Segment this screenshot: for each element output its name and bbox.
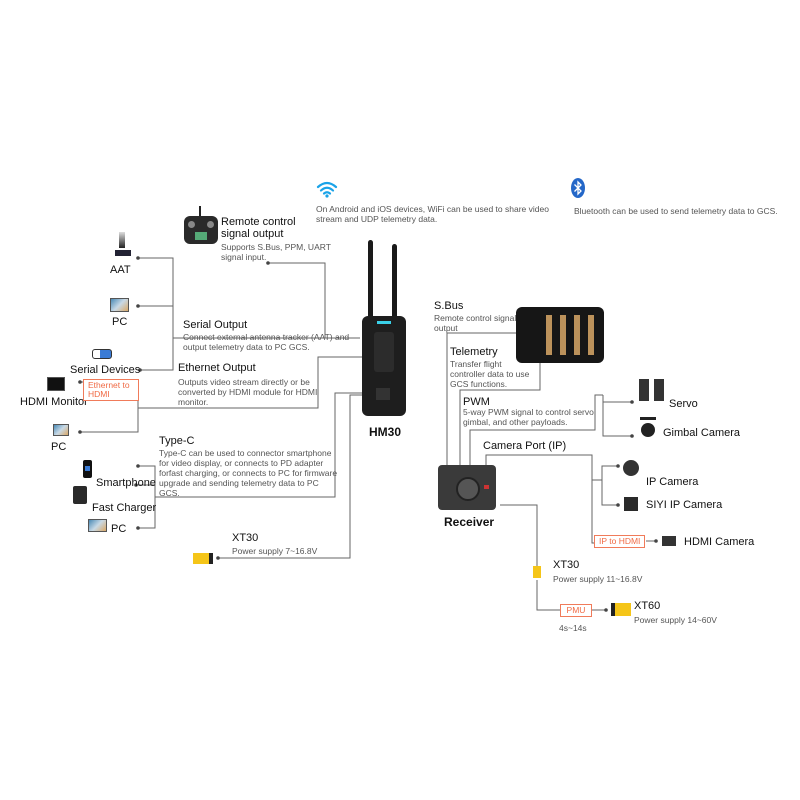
hm30-label: HM30 (369, 425, 402, 439)
pmu-range: 4s~14s (559, 623, 587, 633)
pc-label-2: PC (51, 441, 67, 453)
ethernet-to-hdmi-badge: Ethernet to HDMI (83, 379, 139, 401)
serial-output-title: Serial Output (183, 319, 248, 331)
xt30-receiver-connector-icon (533, 566, 541, 578)
ip-camera-icon (623, 460, 639, 476)
line-camera-port (485, 454, 600, 544)
hm30-device (358, 240, 410, 420)
fast-charger-icon (73, 486, 87, 504)
hdmi-camera-icon (662, 536, 676, 546)
pc-label-3: PC (111, 523, 127, 535)
line-serial-devices (140, 338, 174, 371)
line-remote (268, 262, 360, 339)
line-typec-bus (138, 465, 156, 529)
aat-icon (115, 232, 131, 260)
xt60-desc: Power supply 14~60V (634, 615, 717, 625)
xt30-hm30-title: XT30 (232, 532, 259, 544)
xt30-hm30-desc: Power supply 7~16.8V (232, 546, 318, 556)
serial-output-desc: Connect external antenna tracker (AAT) a… (183, 332, 350, 352)
remote-control-title: Remote control signal output (221, 216, 296, 240)
pc-label-1: PC (112, 316, 128, 328)
telemetry-title: Telemetry (450, 346, 498, 358)
pmu-badge: PMU (560, 604, 592, 617)
line-sbus (446, 332, 516, 465)
xt30-connector-icon (193, 553, 213, 564)
receiver-label: Receiver (444, 515, 495, 529)
receiver-device (438, 465, 496, 510)
fast-charger-label: Fast Charger (92, 502, 157, 514)
serial-devices-label: Serial Devices (70, 364, 141, 376)
gimbal-camera-icon (640, 417, 656, 439)
remote-control-desc: Supports S.Bus, PPM, UART signal input. (221, 242, 331, 262)
sbus-desc: Remote control signal output (434, 313, 517, 333)
xt30-receiver-title: XT30 (553, 559, 580, 571)
wifi-description: On Android and iOS devices, WiFi can be … (316, 204, 549, 224)
telemetry-desc: Transfer flight controller data to use G… (450, 359, 530, 389)
flight-controller-icon (516, 307, 604, 363)
ip-camera-label: IP Camera (646, 476, 699, 488)
ethernet-output-desc: Outputs video stream directly or be conv… (178, 377, 318, 407)
sbus-title: S.Bus (434, 300, 464, 312)
remote-controller-icon (184, 206, 218, 246)
line-power (500, 504, 538, 567)
pc-icon (88, 519, 107, 532)
line-pc2 (80, 408, 139, 433)
xt60-connector-icon (611, 603, 631, 616)
line-xt30 (218, 394, 365, 559)
bluetooth-description: Bluetooth can be used to send telemetry … (574, 206, 778, 216)
line-telemetry (459, 355, 541, 465)
pc-icon (53, 424, 69, 436)
hdmi-camera-label: HDMI Camera (684, 536, 755, 548)
hdmi-monitor-icon (47, 377, 65, 391)
line-serial-bus (138, 257, 360, 339)
line-pwm (469, 394, 603, 465)
gimbal-camera-label: Gimbal Camera (663, 427, 741, 439)
hdmi-monitor-label: HDMI Monitor (20, 396, 88, 408)
smartphone-icon (83, 460, 92, 478)
servo-label: Servo (669, 398, 698, 410)
serial-device-icon (92, 349, 112, 359)
pwm-title: PWM (463, 396, 490, 408)
wifi-icon (316, 180, 338, 203)
smartphone-label: Smartphone (96, 477, 156, 489)
camera-port-title: Camera Port (IP) (483, 440, 567, 452)
ethernet-output-title: Ethernet Output (178, 362, 256, 374)
siyi-ip-camera-icon (624, 497, 638, 511)
xt60-title: XT60 (634, 600, 661, 612)
typec-title: Type-C (159, 435, 195, 447)
xt30-receiver-desc: Power supply 11~16.8V (553, 574, 643, 584)
siyi-ip-camera-label: SIYI IP Camera (646, 499, 723, 511)
pwm-desc: 5-way PWM signal to control servo gimbal… (463, 407, 594, 427)
bluetooth-icon (571, 178, 585, 203)
pc-icon (110, 298, 129, 312)
line-typec (155, 392, 362, 498)
aat-label: AAT (110, 264, 131, 276)
ip-to-hdmi-badge: IP to HDMI (594, 535, 646, 548)
typec-desc: Type-C can be used to connector smartpho… (159, 448, 338, 498)
servo-icon (639, 379, 667, 401)
